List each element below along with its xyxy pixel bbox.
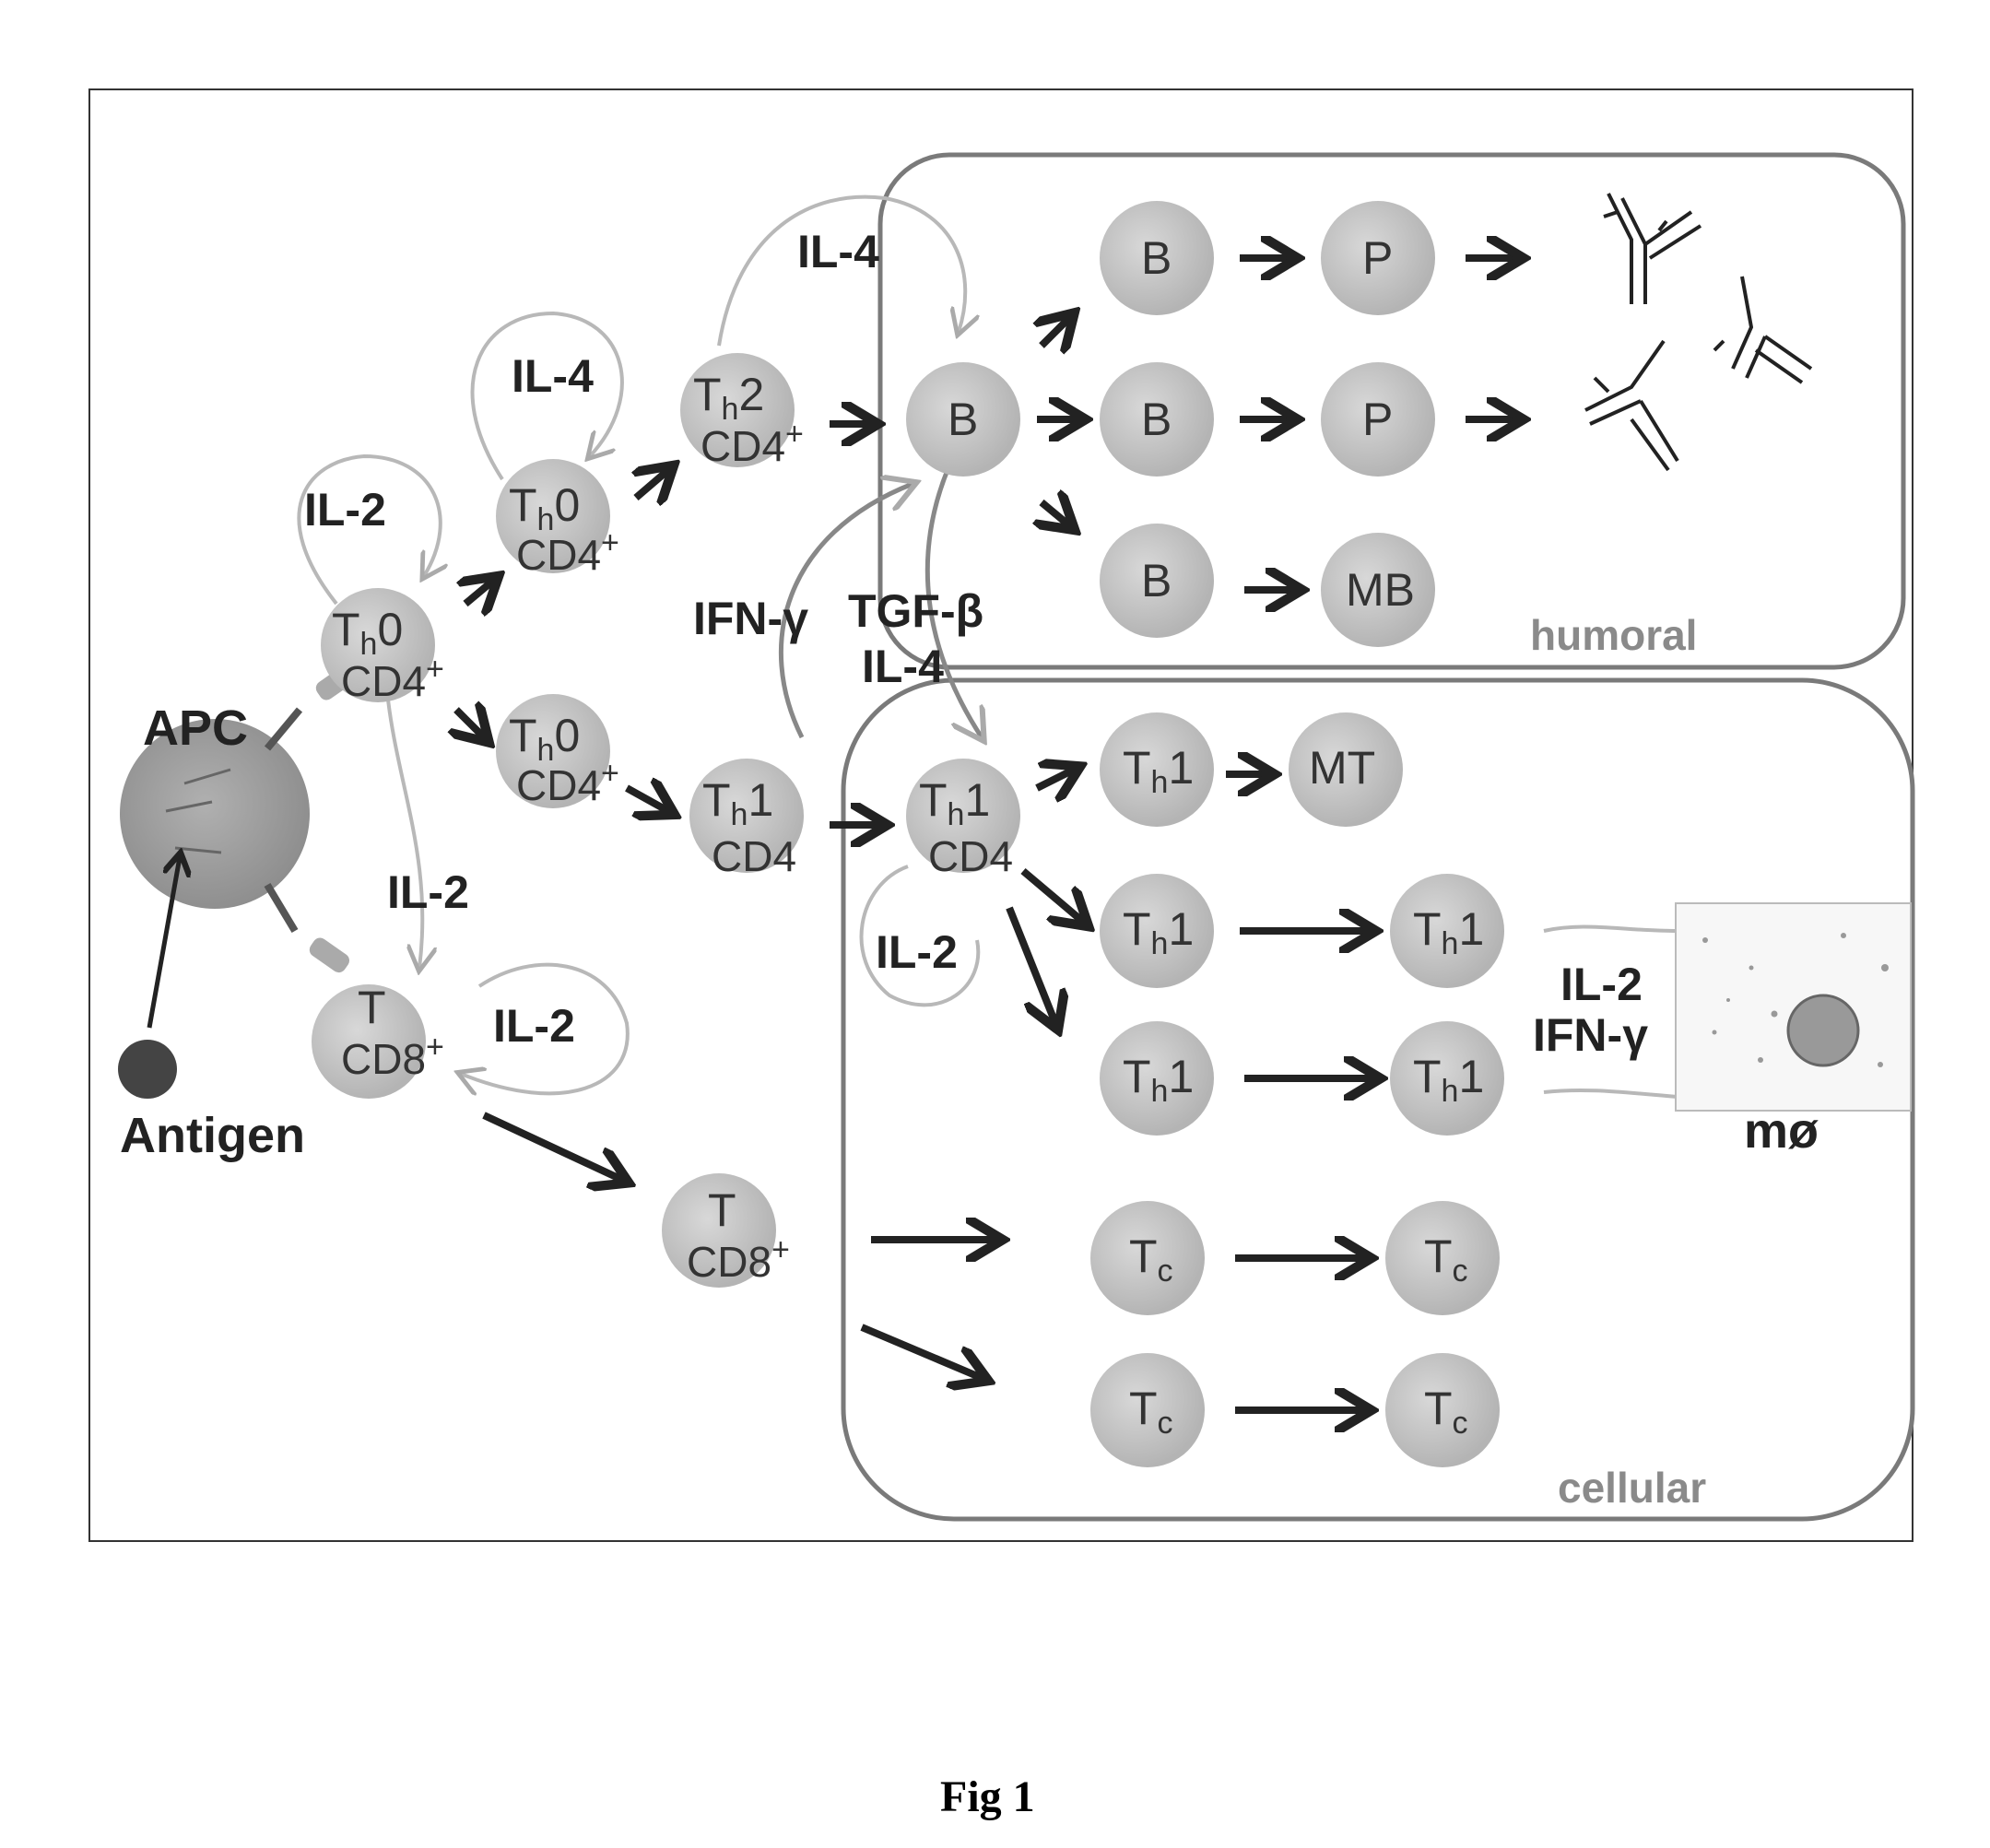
antigen-label: Antigen [120,1108,305,1163]
il2-mid-label: IL-2 [387,866,469,918]
il2-th1-label: IL-2 [876,926,958,978]
humoral-label: humoral [1530,611,1697,659]
il4-left-label: IL-4 [512,350,594,402]
il2-ifn-to-macrophage-top [1544,927,1678,931]
th0-b-marker: CD4+ [516,525,619,579]
th1-a-marker: CD4 [712,832,796,880]
t-cd8-b-name: T [708,1184,736,1236]
b-top-label: B [1141,232,1172,284]
b-center-label: B [948,394,978,445]
t-cd8-a-name: T [358,982,386,1033]
il4-top-label: IL-4 [797,226,879,277]
apc-label: APC [143,700,248,756]
antigen-particle [118,1040,177,1099]
il2-cd8-label: IL-2 [493,1000,575,1052]
tgf-beta-label: TGF-β [848,585,983,637]
macrophage-box [1676,903,1911,1111]
b-bot-label: B [1141,555,1172,606]
t-cd8-b-marker: CD8+ [687,1232,790,1286]
il4-center-label: IL-4 [862,641,944,692]
th0-c-marker: CD4+ [516,756,619,809]
il2-loop-cd8-from-th0 [387,691,422,968]
apc-receptor-lower [267,885,295,931]
t-cd8-a-marker: CD8+ [341,1030,444,1083]
macrophage-cell [1788,995,1858,1065]
antibody-icon [1585,194,1811,470]
macrophage-label: mø [1744,1103,1819,1159]
th0-a-marker: CD4+ [341,652,444,705]
mt-label: MT [1309,742,1375,794]
ifn-mac-label: IFN-γ [1533,1009,1648,1061]
il2-top-label: IL-2 [304,484,386,536]
p-mid-label: P [1362,394,1393,445]
p-top-label: P [1362,232,1393,284]
b-mid-label: B [1141,394,1172,445]
th2-marker: CD4+ [701,417,804,470]
th1-b-marker: CD4 [928,832,1013,880]
il2-mac-label: IL-2 [1560,959,1643,1010]
apc-receptor-upper [267,710,300,748]
cellular-label: cellular [1558,1464,1706,1512]
figure-caption: Fig 1 [940,1772,1035,1821]
ifn-gamma-label: IFN-γ [693,593,808,644]
il2-ifn-to-macrophage-bot [1544,1090,1678,1097]
mb-label: MB [1346,564,1415,616]
tcr-lower [307,935,352,975]
